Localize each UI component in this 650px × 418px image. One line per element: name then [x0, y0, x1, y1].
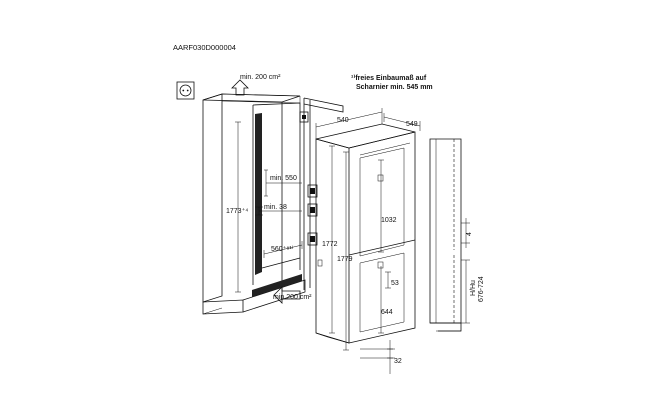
min-550-label: min. 550 — [270, 175, 297, 182]
width-540-label: 540 — [337, 117, 349, 124]
dimension-fridge-1032 — [378, 159, 384, 253]
hinge-icon — [307, 232, 318, 246]
dimension-min-550 — [264, 169, 302, 197]
door-handle — [377, 174, 384, 182]
dimension-foot-32 — [360, 340, 395, 374]
fridge-1032-label: 1032 — [381, 217, 397, 224]
door-4-label: 4 — [466, 232, 473, 236]
freezer-644-label: 644 — [381, 309, 393, 316]
niche-width-label: 560⁺⁸¹⁾ — [271, 245, 294, 253]
hinge-icon — [307, 184, 318, 198]
hinge-icon — [299, 111, 309, 123]
dimension-gap-53 — [385, 271, 391, 289]
air-outlet-arrow-icon — [231, 79, 249, 96]
cabinet-niche — [202, 93, 306, 315]
niche-height-label: 1773⁺⁴ — [226, 207, 248, 215]
dimension-height-1772 — [329, 145, 335, 334]
height-1779-label: 1779 — [337, 256, 353, 263]
dimension-depth-549 — [383, 113, 421, 131]
door-handle — [377, 261, 384, 269]
appliance-body — [315, 123, 416, 344]
gap-53-label: 53 — [391, 280, 399, 287]
hinge-icon — [307, 203, 318, 217]
door-hmu-label-1: H/Hu — [470, 280, 477, 296]
height-1772-label: 1772 — [322, 241, 338, 248]
min-38-label: min. 38 — [264, 204, 287, 211]
dimension-niche-height — [235, 121, 241, 293]
footnote-line-1: ¹⁾freies Einbaumaß auf — [351, 74, 427, 82]
door-hmu-label-2: 676-724 — [478, 276, 485, 302]
dimension-niche-width — [263, 241, 303, 258]
dimension-height-1779 — [343, 151, 349, 351]
depth-549-label: 549 — [406, 121, 418, 128]
dimension-door-4 — [461, 218, 470, 248]
furniture-door-side — [429, 138, 462, 332]
dimension-door-hmu — [461, 259, 470, 324]
footnote-line-2: Scharnier min. 545 mm — [356, 84, 433, 91]
foot-32-label: 32 — [394, 358, 402, 365]
power-socket-icon — [176, 81, 195, 100]
dimension-min-38 — [255, 206, 302, 216]
dimension-freezer-644 — [378, 266, 384, 334]
air-outlet-label: min. 200 cm² — [240, 74, 281, 81]
air-inlet-arrow-icon — [273, 286, 301, 304]
document-code: AARF030D000004 — [173, 43, 236, 52]
dimension-width-540 — [315, 108, 383, 139]
air-inlet-label: min.200 cm² — [273, 294, 312, 301]
